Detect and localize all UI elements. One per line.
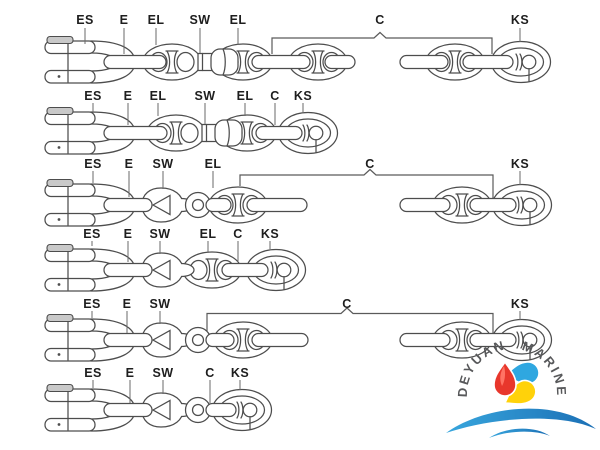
part-label-sw-row-5: SW (149, 297, 171, 311)
logo-swirl-icon (493, 360, 541, 414)
chain-bar (469, 332, 517, 348)
part-label-el-row-1: EL (229, 13, 247, 27)
chain-break-stub (324, 54, 356, 70)
open-link-bar (103, 332, 153, 348)
part-label-c-row-4: C (233, 227, 243, 241)
part-label-es-row-4: ES (83, 227, 101, 241)
part-label-sw-row-4: SW (149, 227, 171, 241)
part-label-sw-row-2: SW (194, 89, 216, 103)
part-label-sw-row-6: SW (152, 366, 174, 380)
part-label-c-row-1: C (375, 13, 385, 27)
part-label-es-row-2: ES (84, 89, 102, 103)
part-label-es-row-6: ES (84, 366, 102, 380)
part-label-el-row-2: EL (149, 89, 167, 103)
label-leader-lines (92, 103, 304, 125)
label-leader-lines (91, 311, 521, 333)
part-label-e-row-2: E (123, 89, 133, 103)
part-label-e-row-6: E (125, 366, 135, 380)
swivel-icon (201, 119, 243, 147)
chain-break-stub (399, 197, 451, 213)
open-link-bar (103, 402, 153, 418)
open-link-bar (103, 197, 153, 213)
common-link-bar (205, 402, 237, 418)
part-label-c-row-2: C (270, 89, 280, 103)
c-span-bracket (206, 307, 494, 333)
part-label-ks-row-1: KS (510, 13, 530, 27)
label-leader-lines (84, 28, 521, 54)
chain-row-4-drawing (44, 241, 307, 292)
label-leader-lines (91, 241, 271, 262)
part-label-el-row-4: EL (199, 227, 217, 241)
chain-break-stub (251, 332, 309, 348)
part-label-c-row-3: C (365, 157, 375, 171)
chain-break-stub (399, 54, 449, 70)
part-label-sw-row-1: SW (189, 13, 211, 27)
chain-row-6-drawing (44, 380, 273, 432)
part-label-sw-row-3: SW (152, 157, 174, 171)
c-span-bracket (239, 168, 494, 198)
chain-bar (462, 54, 514, 70)
chain-row-3-drawing (44, 168, 553, 227)
common-link-bar (221, 262, 269, 278)
part-label-es-row-3: ES (84, 157, 102, 171)
chain-bar (205, 197, 232, 213)
chain-bar (205, 332, 235, 348)
part-label-e-row-5: E (122, 297, 132, 311)
open-link-bar (103, 125, 168, 141)
chain-break-stub (246, 197, 308, 213)
swivel-icon (197, 48, 239, 76)
common-link-bar (255, 125, 303, 141)
chain-break-stub (399, 332, 451, 348)
part-label-es-row-5: ES (83, 297, 101, 311)
chain-bar (251, 54, 311, 70)
part-label-es-row-1: ES (76, 13, 94, 27)
c-span-bracket (271, 31, 493, 54)
part-label-c-row-5: C (342, 297, 352, 311)
open-link-bar (103, 54, 167, 70)
part-label-e-row-1: E (119, 13, 129, 27)
label-leader-lines (92, 380, 241, 403)
part-label-e-row-3: E (124, 157, 134, 171)
chain-row-5-drawing (44, 307, 553, 362)
part-label-el-row-2: EL (236, 89, 254, 103)
chain-row-2-drawing (44, 103, 339, 155)
logo-swoosh-icon (446, 408, 596, 438)
part-label-ks-row-6: KS (230, 366, 250, 380)
label-leader-lines (92, 171, 521, 197)
swirl-highlight (500, 366, 506, 386)
part-label-ks-row-2: KS (293, 89, 313, 103)
part-label-c-row-6: C (205, 366, 215, 380)
open-link-bar (103, 262, 153, 278)
part-label-ks-row-5: KS (510, 297, 530, 311)
chain-row-1-drawing (44, 28, 552, 84)
part-label-ks-row-4: KS (260, 227, 280, 241)
part-label-ks-row-3: KS (510, 157, 530, 171)
part-label-el-row-3: EL (204, 157, 222, 171)
chain-bar (469, 197, 517, 213)
part-label-e-row-4: E (123, 227, 133, 241)
part-label-el-row-1: EL (147, 13, 165, 27)
